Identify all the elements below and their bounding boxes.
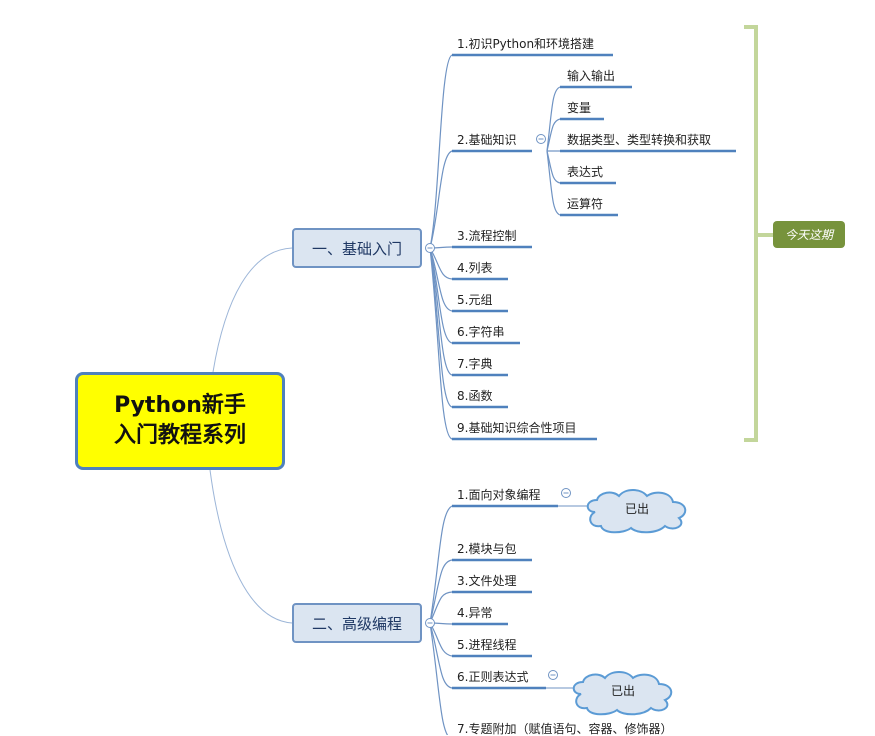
cloud-callout-icon	[572, 671, 673, 716]
topic-item[interactable]: 3.流程控制	[457, 229, 517, 243]
topic-item[interactable]: 8.函数	[457, 389, 493, 403]
root-topic[interactable]: Python新手 入门教程系列	[75, 372, 285, 470]
branch-label: 二、高级编程	[311, 614, 402, 633]
topic-item[interactable]: 7.专题附加（赋值语句、容器、修饰器）	[457, 722, 673, 736]
topic-item[interactable]: 2.基础知识	[457, 133, 517, 147]
collapse-minus-icon[interactable]	[536, 134, 546, 144]
topic-item[interactable]: 1.初识Python和环境搭建	[457, 37, 595, 51]
root-title-line2: 入门教程系列	[113, 423, 246, 448]
summary-tag[interactable]: 今天这期	[773, 221, 845, 248]
subtopic-item[interactable]: 变量	[567, 101, 592, 115]
topic-item[interactable]: 5.进程线程	[457, 638, 517, 652]
topic-item[interactable]: 1.面向对象编程	[457, 488, 541, 502]
topic-item[interactable]: 3.文件处理	[457, 574, 517, 588]
topic-item[interactable]: 6.字符串	[457, 325, 505, 339]
topic-item[interactable]: 6.正则表达式	[457, 670, 529, 684]
root-title-line1: Python新手	[114, 393, 246, 418]
cloud-label: 已出	[611, 684, 636, 698]
cloud-label: 已出	[625, 502, 650, 516]
subtopic-item[interactable]: 运算符	[567, 197, 604, 211]
topic-item[interactable]: 4.异常	[457, 606, 493, 620]
collapse-minus-icon[interactable]	[561, 488, 571, 498]
connector-root-branch2	[209, 469, 293, 624]
topic-item[interactable]: 5.元组	[457, 293, 493, 307]
summary-bracket	[744, 25, 773, 442]
collapse-minus-icon[interactable]	[548, 670, 558, 680]
branch-basic-intro[interactable]: 一、基础入门	[292, 228, 422, 268]
collapse-minus-icon[interactable]	[425, 618, 435, 628]
topic-item[interactable]: 4.列表	[457, 261, 493, 275]
summary-tag-label: 今天这期	[784, 228, 833, 242]
topic-item[interactable]: 9.基础知识综合性项目	[457, 421, 577, 435]
subtopic-item[interactable]: 表达式	[567, 165, 604, 179]
subtopic-item[interactable]: 数据类型、类型转换和获取	[567, 133, 712, 147]
cloud-callout-icon	[586, 489, 687, 534]
collapse-minus-icon[interactable]	[425, 243, 435, 253]
topic-item[interactable]: 7.字典	[457, 357, 493, 371]
subtopic-item[interactable]: 输入输出	[567, 69, 616, 83]
connector-root-branch1	[212, 247, 293, 373]
branch-advanced[interactable]: 二、高级编程	[292, 603, 422, 643]
branch-label: 一、基础入门	[311, 239, 402, 258]
topic-item[interactable]: 2.模块与包	[457, 542, 517, 556]
